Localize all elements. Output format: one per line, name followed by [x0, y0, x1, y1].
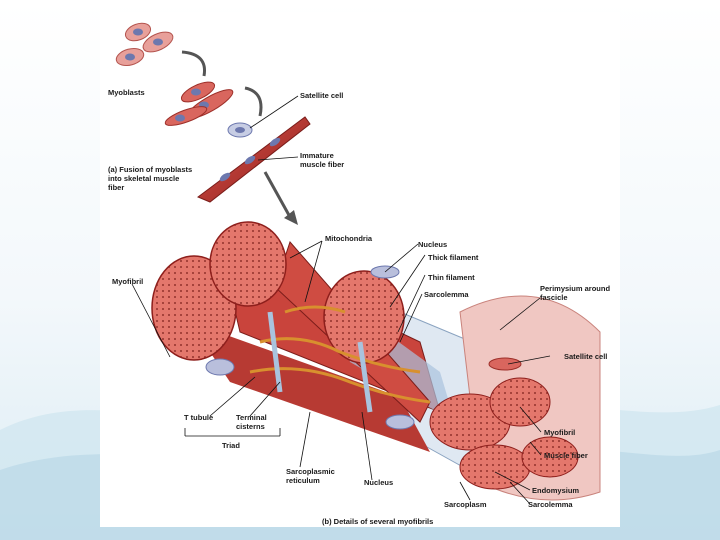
label-perimysium: Perimysium around fascicle — [540, 284, 611, 302]
label-sarcoplasm: Sarcoplasm — [444, 500, 487, 509]
label-t-tubule: T tubule — [184, 413, 214, 422]
label-sarcolemma-bottom: Sarcolemma — [528, 500, 573, 509]
myoblast-cells — [115, 22, 174, 67]
diagram-panel: Myoblasts Satellite cell Immature muscle… — [100, 12, 620, 527]
caption-b: (b) Details of several myofibrils — [322, 517, 434, 526]
label-satellite-cell-right: Satellite cell — [564, 352, 608, 361]
label-myofibril-left: Myofibril — [112, 277, 144, 286]
label-triad: Triad — [222, 441, 240, 450]
arrow-1 — [181, 50, 207, 77]
label-mitochondria: Mitochondria — [325, 234, 373, 243]
label-endomysium: Endomysium — [532, 486, 580, 495]
arrow-3 — [263, 171, 292, 218]
label-myoblasts: Myoblasts — [108, 88, 145, 97]
arrow-2 — [244, 86, 263, 117]
myofibril-cross-section-middle — [209, 221, 287, 307]
muscle-illustration — [115, 22, 601, 505]
fusing-myoblasts — [164, 81, 234, 126]
label-immature-muscle-fiber: Immature muscle fiber — [300, 151, 345, 169]
immature-muscle-fiber — [196, 116, 311, 203]
label-myofibril-right: Myofibril — [544, 428, 576, 437]
label-sarcolemma-top: Sarcolemma — [424, 290, 469, 299]
label-nucleus-bottom: Nucleus — [364, 478, 394, 487]
label-terminal-cisterns: Terminal cisterns — [236, 413, 267, 431]
caption-a: (a) Fusion of myoblasts into skeletal mu… — [108, 165, 193, 192]
satellite-cell — [488, 357, 522, 371]
label-muscle-fiber: Muscle fiber — [544, 451, 588, 460]
label-satellite-cell-top: Satellite cell — [300, 91, 344, 100]
label-thick-filament: Thick filament — [428, 253, 479, 262]
leader-lines — [131, 95, 551, 505]
label-thin-filament: Thin filament — [428, 273, 475, 282]
fascicle — [429, 295, 601, 501]
label-nucleus-top: Nucleus — [418, 240, 448, 249]
label-sarcoplasmic-reticulum: Sarcoplasmic reticulum — [286, 467, 335, 485]
